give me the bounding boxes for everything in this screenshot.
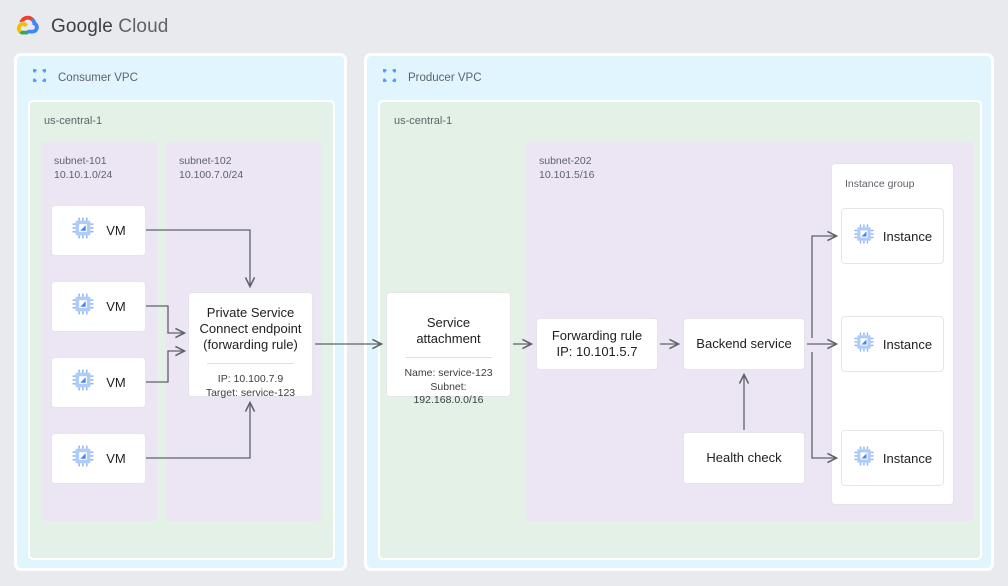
- instance-card-2[interactable]: Instance: [841, 316, 944, 372]
- instance-card-3[interactable]: Instance: [841, 430, 944, 486]
- service-attachment-subnet: Subnet: 192.168.0.0/16: [413, 380, 484, 407]
- psc-endpoint-ip: IP: 10.100.7.9: [217, 373, 284, 385]
- psc-endpoint-divider: [207, 363, 294, 364]
- forwarding-rule-label: Forwarding rule IP: 10.101.5.7: [551, 328, 643, 359]
- instance-label-3: Instance: [882, 450, 933, 466]
- backend-service-card[interactable]: Backend service: [683, 318, 805, 370]
- subnet-102-label: subnet-102 10.100.7.0/24: [179, 155, 244, 181]
- vm-card-2[interactable]: VM: [51, 281, 146, 332]
- vpc-network-icon: [31, 67, 48, 89]
- psc-endpoint-card[interactable]: Private Service Connect endpoint (forwar…: [188, 292, 313, 399]
- brand-name: Google Cloud: [51, 16, 168, 38]
- vm-label-1: VM: [106, 223, 126, 238]
- vm-chip-icon: [71, 368, 95, 397]
- health-check-label: Health check: [706, 450, 782, 465]
- vm-card-4[interactable]: VM: [51, 433, 146, 484]
- service-attachment-title: Service attachment: [416, 315, 481, 346]
- instance-card-1[interactable]: Instance: [841, 208, 944, 264]
- consumer-vpc-title: Consumer VPC: [58, 72, 138, 84]
- subnet-202-label: subnet-202 10.101.5/16: [539, 155, 595, 181]
- producer-vpc-header: Producer VPC: [381, 67, 482, 89]
- brand-name-google: Google: [51, 16, 113, 37]
- instance-label-1: Instance: [882, 228, 933, 244]
- instance-label-2: Instance: [882, 336, 933, 352]
- service-attachment-name: Name: service-123: [404, 367, 493, 379]
- subnet-101-label: subnet-101 10.10.1.0/24: [54, 155, 113, 181]
- health-check-card[interactable]: Health check: [683, 432, 805, 484]
- psc-endpoint-title: Private Service Connect endpoint (forwar…: [199, 305, 302, 352]
- vm-chip-icon: [853, 331, 875, 358]
- vm-label-2: VM: [106, 299, 126, 314]
- vm-chip-icon: [853, 445, 875, 472]
- brand-name-cloud: Cloud: [118, 16, 169, 37]
- vm-card-1[interactable]: VM: [51, 205, 146, 256]
- consumer-region-label: us-central-1: [44, 115, 103, 127]
- service-attachment-card[interactable]: Service attachment Name: service-123 Sub…: [386, 292, 511, 406]
- psc-endpoint-target: Target: service-123: [205, 386, 296, 399]
- brand-header: Google Cloud: [14, 12, 168, 42]
- vm-chip-icon: [71, 444, 95, 473]
- google-cloud-logo-icon: [14, 13, 42, 42]
- forwarding-rule-card[interactable]: Forwarding rule IP: 10.101.5.7: [536, 318, 658, 370]
- producer-region-label: us-central-1: [394, 115, 453, 127]
- instance-group-label: Instance group: [845, 178, 915, 190]
- vm-label-3: VM: [106, 375, 126, 390]
- vm-label-4: VM: [106, 451, 126, 466]
- vm-chip-icon: [853, 223, 875, 250]
- consumer-vpc-header: Consumer VPC: [31, 67, 138, 89]
- vpc-network-icon: [381, 67, 398, 89]
- vm-chip-icon: [71, 216, 95, 245]
- producer-vpc-title: Producer VPC: [408, 72, 482, 84]
- service-attachment-divider: [405, 357, 492, 358]
- vm-chip-icon: [71, 292, 95, 321]
- backend-service-label: Backend service: [696, 336, 792, 351]
- vm-card-3[interactable]: VM: [51, 357, 146, 408]
